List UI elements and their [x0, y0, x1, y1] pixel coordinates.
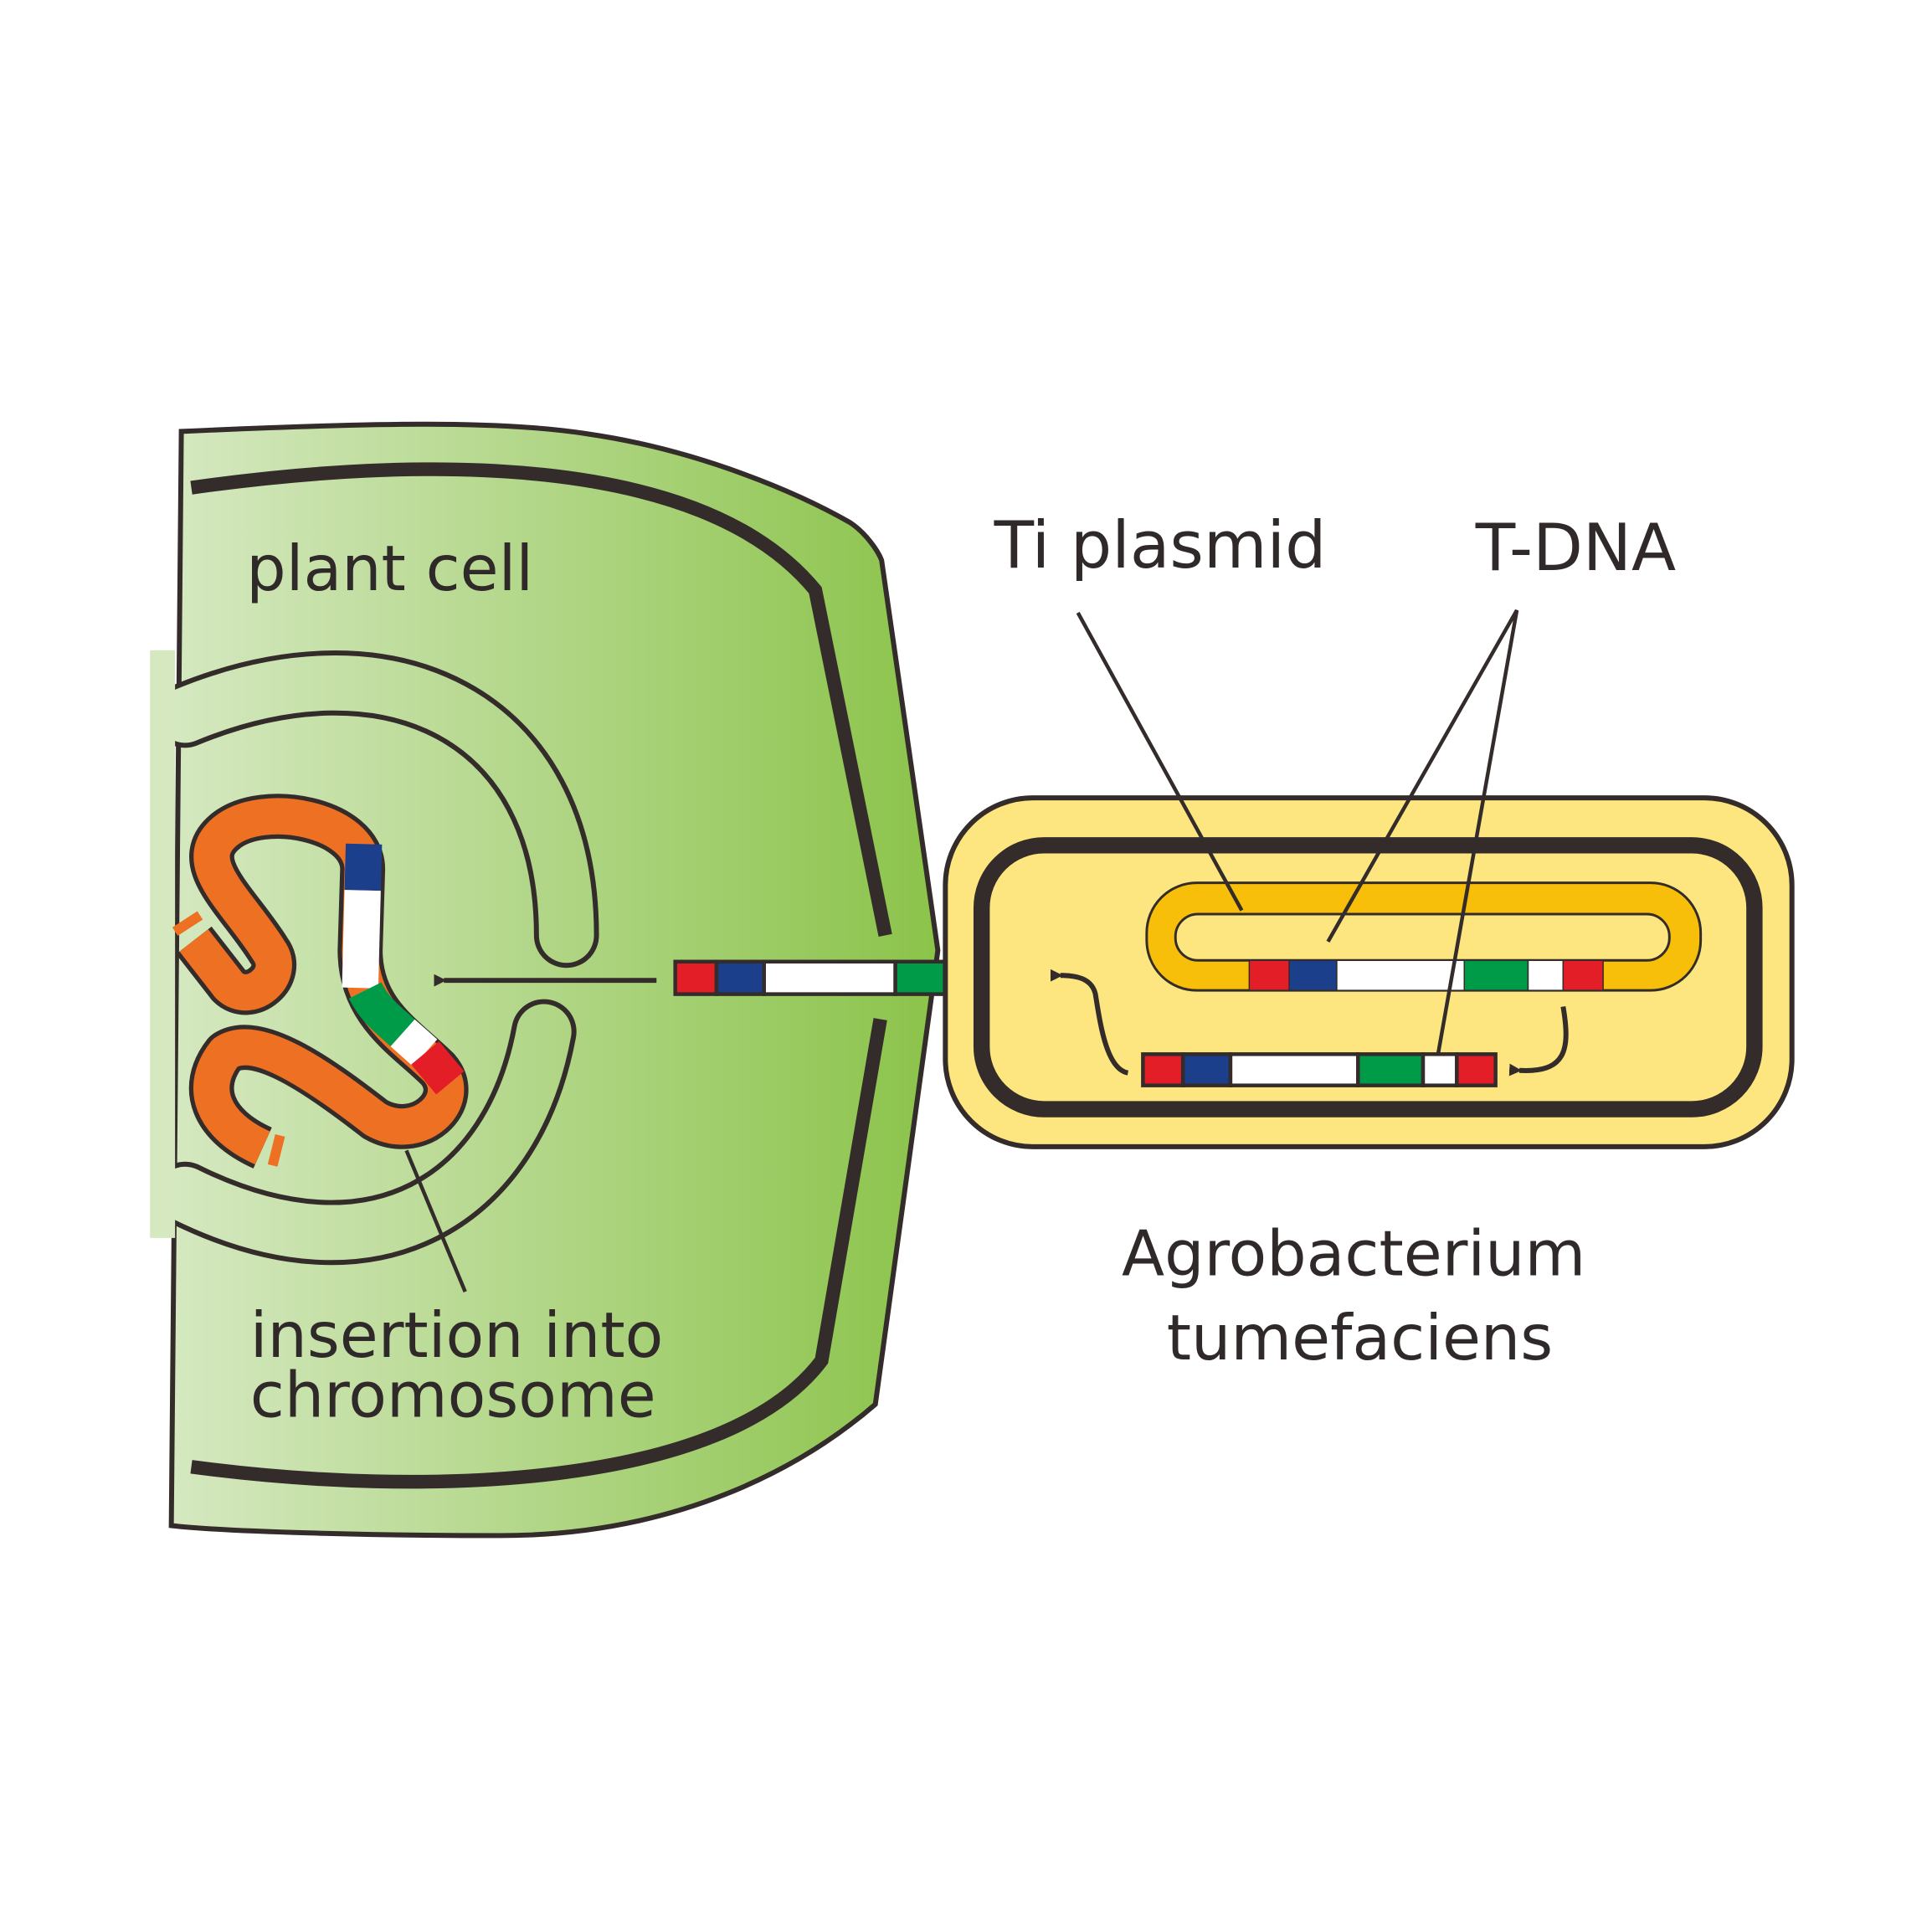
chromosome-insert-green	[348, 981, 415, 1046]
plant-cell	[150, 421, 941, 1539]
chromosome	[172, 794, 469, 1169]
bacterium-label-line1: Agrobacterium	[1122, 1218, 1585, 1291]
insertion-label-line1: insertion into	[250, 1299, 664, 1372]
chromosome-insert-blue	[344, 843, 383, 891]
chromosome-break-mark	[267, 1133, 285, 1167]
ti-plasmid-label: Ti plasmid	[994, 508, 1327, 583]
cell-wall-upper	[190, 462, 892, 938]
plant-cell-label: plant cell	[246, 532, 533, 605]
cell-wall-lower	[190, 1018, 887, 1489]
nucleus	[150, 650, 599, 1266]
insertion-label-line2: chromosome	[250, 1359, 656, 1432]
chromosome-insert-white	[342, 890, 381, 989]
chromosome-break-mark	[172, 911, 203, 936]
excised-t-dna	[1141, 1052, 1498, 1087]
export-arrow	[1050, 969, 1129, 1076]
ti-plasmid	[1145, 881, 1703, 992]
excision-arrow	[1508, 1006, 1569, 1076]
chromosome-insert-red	[411, 1041, 465, 1095]
leader-lines	[404, 609, 1519, 1293]
agrobacterium-cell	[943, 795, 1795, 1149]
t-dna-label: T-DNA	[1475, 511, 1676, 586]
bacterium-label-line2: tumefaciens	[1167, 1302, 1553, 1374]
